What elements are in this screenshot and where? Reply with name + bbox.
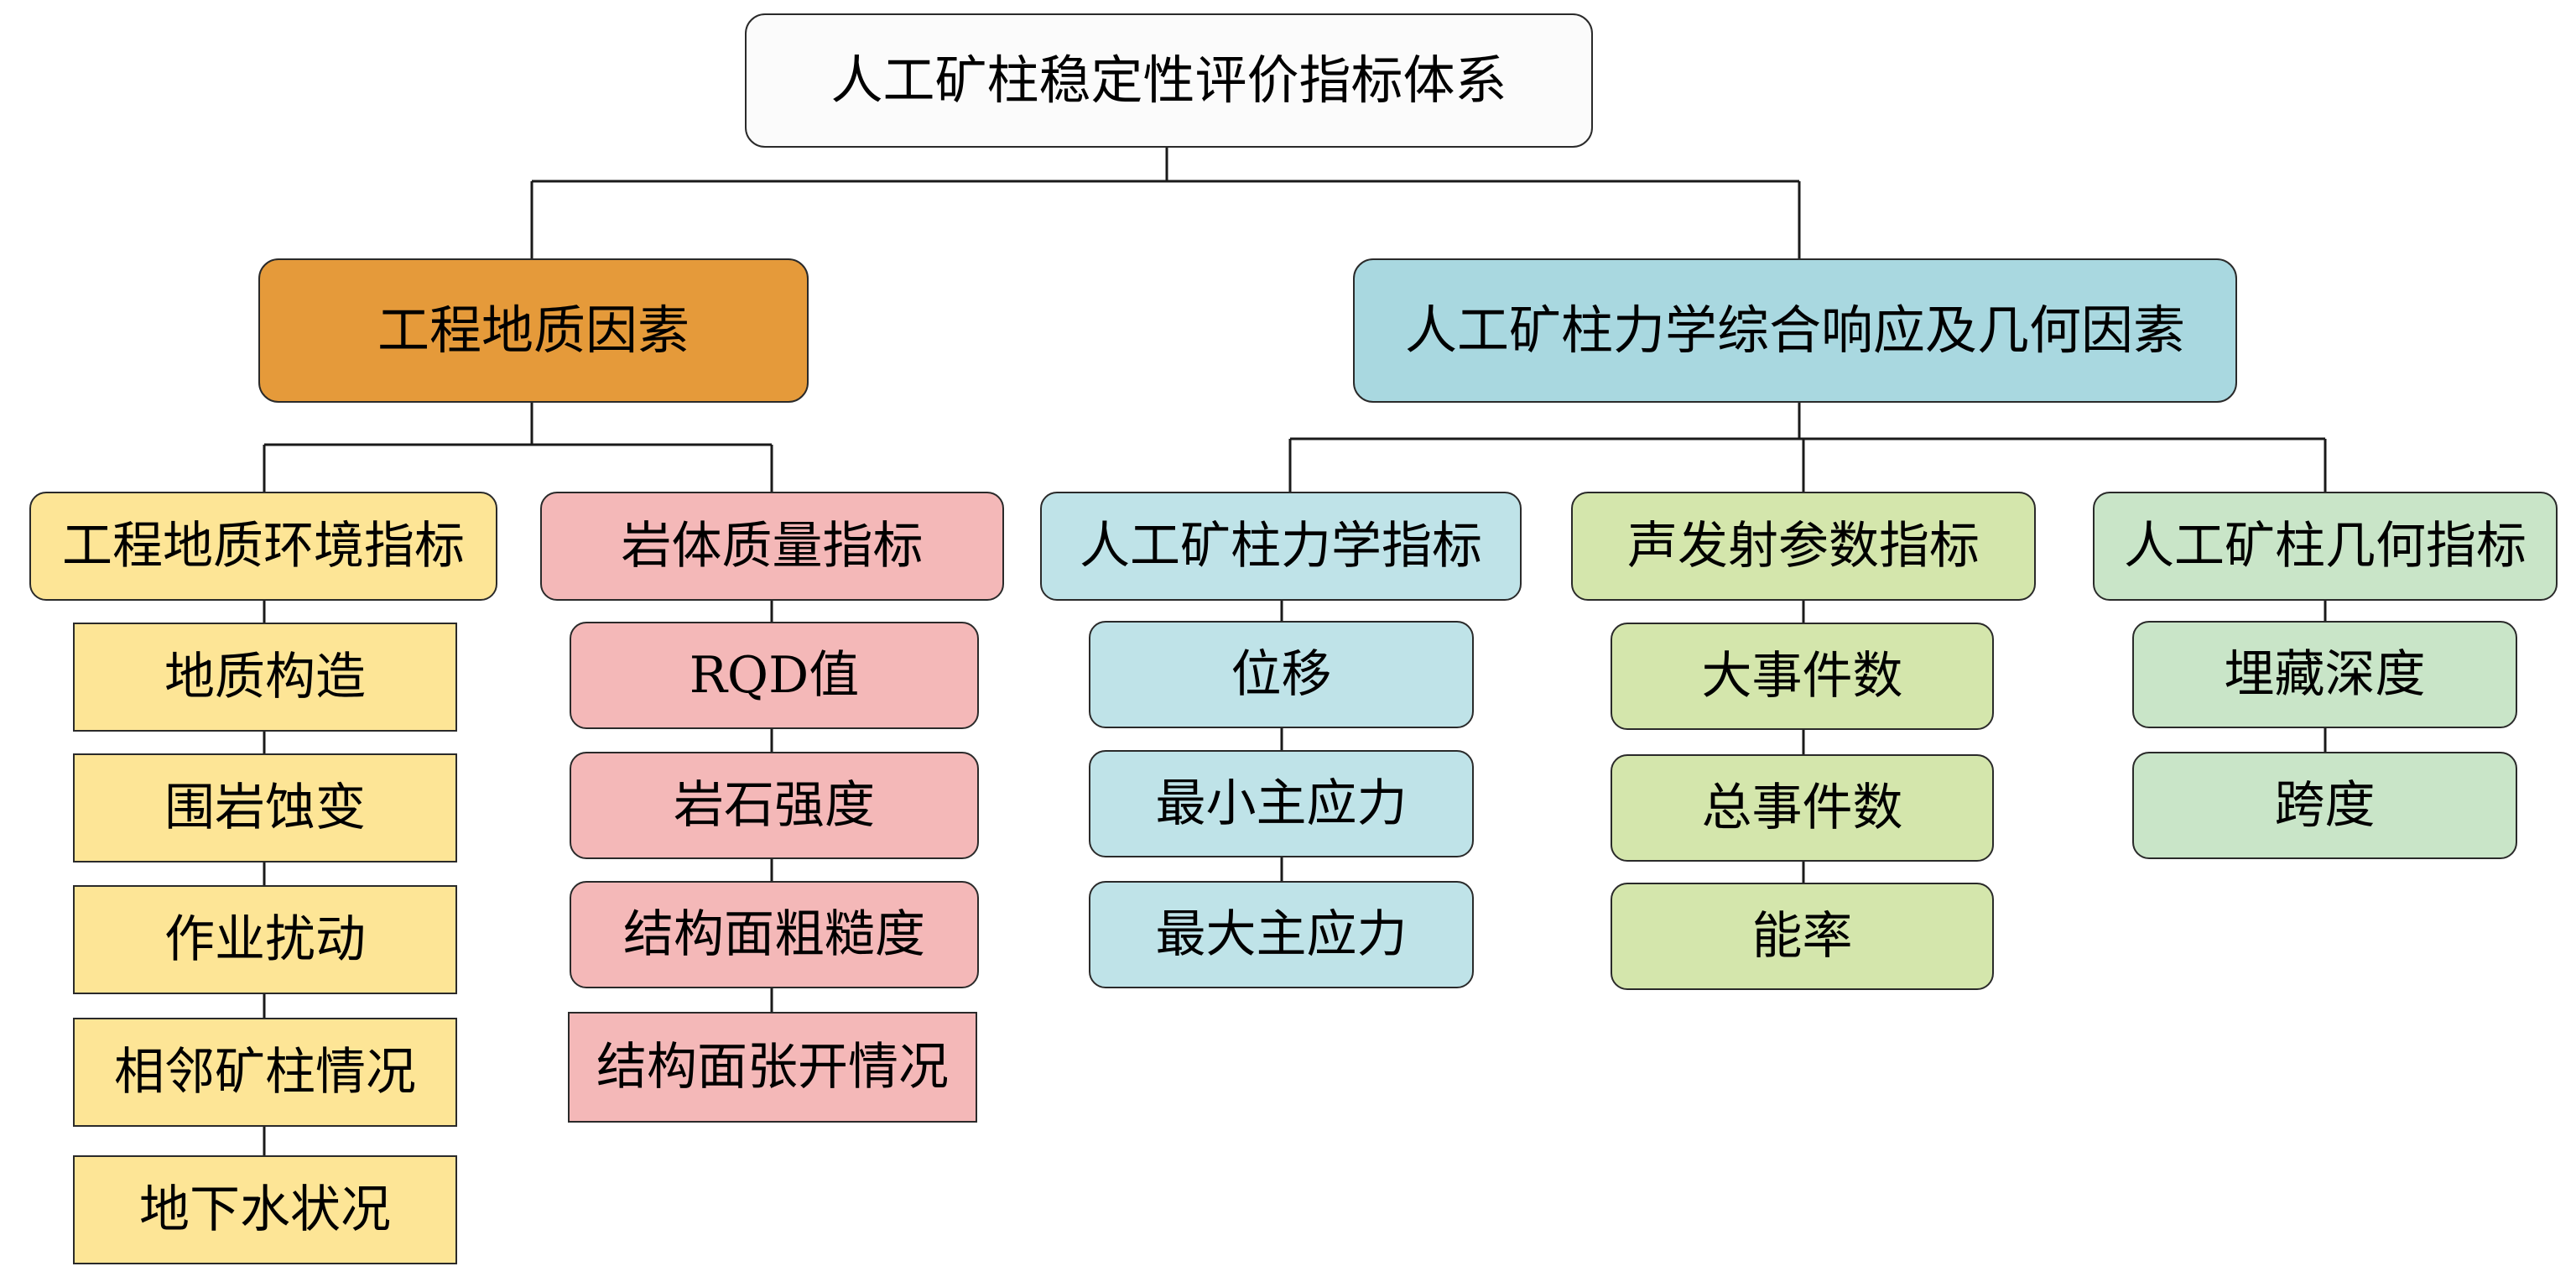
category-mechanical-geometric-label: 人工矿柱力学综合响应及几何因素 — [1404, 300, 2185, 361]
group-pillar-geometry-label: 人工矿柱几何指标 — [2124, 517, 2527, 576]
leaf-label: 总事件数 — [1701, 779, 1903, 837]
leaf-joint-roughness: 结构面粗糙度 — [570, 881, 979, 988]
group-rock-mass-quality: 岩体质量指标 — [540, 492, 1004, 601]
root-node: 人工矿柱稳定性评价指标体系 — [745, 13, 1593, 148]
group-geological-environment: 工程地质环境指标 — [29, 492, 497, 601]
group-geological-environment-label: 工程地质环境指标 — [62, 517, 465, 576]
category-engineering-geology: 工程地质因素 — [258, 258, 809, 403]
group-acoustic-emission: 声发射参数指标 — [1571, 492, 2036, 601]
root-label: 人工矿柱稳定性评价指标体系 — [830, 50, 1507, 111]
leaf-operation-disturbance: 作业扰动 — [73, 885, 457, 994]
leaf-label: 地下水状况 — [139, 1180, 391, 1239]
leaf-label: 能率 — [1751, 907, 1853, 966]
leaf-min-principal-stress: 最小主应力 — [1089, 750, 1474, 857]
leaf-label: 跨度 — [2274, 776, 2376, 835]
group-pillar-geometry: 人工矿柱几何指标 — [2093, 492, 2558, 601]
leaf-label: 围岩蚀变 — [164, 779, 366, 837]
leaf-span: 跨度 — [2132, 752, 2517, 859]
leaf-label: 最大主应力 — [1155, 905, 1408, 964]
leaf-rqd-value: RQD值 — [570, 622, 979, 729]
leaf-wall-rock-alteration: 围岩蚀变 — [73, 753, 457, 862]
leaf-label: RQD值 — [689, 646, 860, 705]
leaf-geological-structure: 地质构造 — [73, 623, 457, 732]
category-engineering-geology-label: 工程地质因素 — [377, 300, 690, 361]
leaf-label: 作业扰动 — [164, 910, 366, 969]
leaf-max-principal-stress: 最大主应力 — [1089, 881, 1474, 988]
group-rock-mass-quality-label: 岩体质量指标 — [621, 517, 924, 576]
leaf-label: 结构面粗糙度 — [623, 905, 925, 964]
leaf-label: 最小主应力 — [1155, 774, 1408, 833]
group-pillar-mechanics-label: 人工矿柱力学指标 — [1080, 517, 1482, 576]
leaf-joint-aperture: 结构面张开情况 — [568, 1012, 977, 1123]
leaf-label: 位移 — [1231, 645, 1332, 704]
leaf-label: 大事件数 — [1701, 647, 1903, 706]
leaf-rock-strength: 岩石强度 — [570, 752, 979, 859]
leaf-label: 埋藏深度 — [2224, 645, 2426, 704]
leaf-adjacent-pillar-condition: 相邻矿柱情况 — [73, 1018, 457, 1127]
leaf-label: 相邻矿柱情况 — [114, 1043, 416, 1102]
leaf-label: 结构面张开情况 — [596, 1038, 949, 1097]
group-pillar-mechanics: 人工矿柱力学指标 — [1040, 492, 1522, 601]
leaf-burial-depth: 埋藏深度 — [2132, 621, 2517, 728]
leaf-large-events: 大事件数 — [1611, 623, 1994, 730]
category-mechanical-geometric: 人工矿柱力学综合响应及几何因素 — [1353, 258, 2237, 403]
leaf-displacement: 位移 — [1089, 621, 1474, 728]
leaf-label: 地质构造 — [164, 648, 366, 706]
leaf-energy-rate: 能率 — [1611, 883, 1994, 990]
leaf-groundwater-condition: 地下水状况 — [73, 1155, 457, 1264]
leaf-label: 岩石强度 — [674, 776, 875, 835]
leaf-total-events: 总事件数 — [1611, 754, 1994, 862]
group-acoustic-emission-label: 声发射参数指标 — [1627, 517, 1980, 576]
